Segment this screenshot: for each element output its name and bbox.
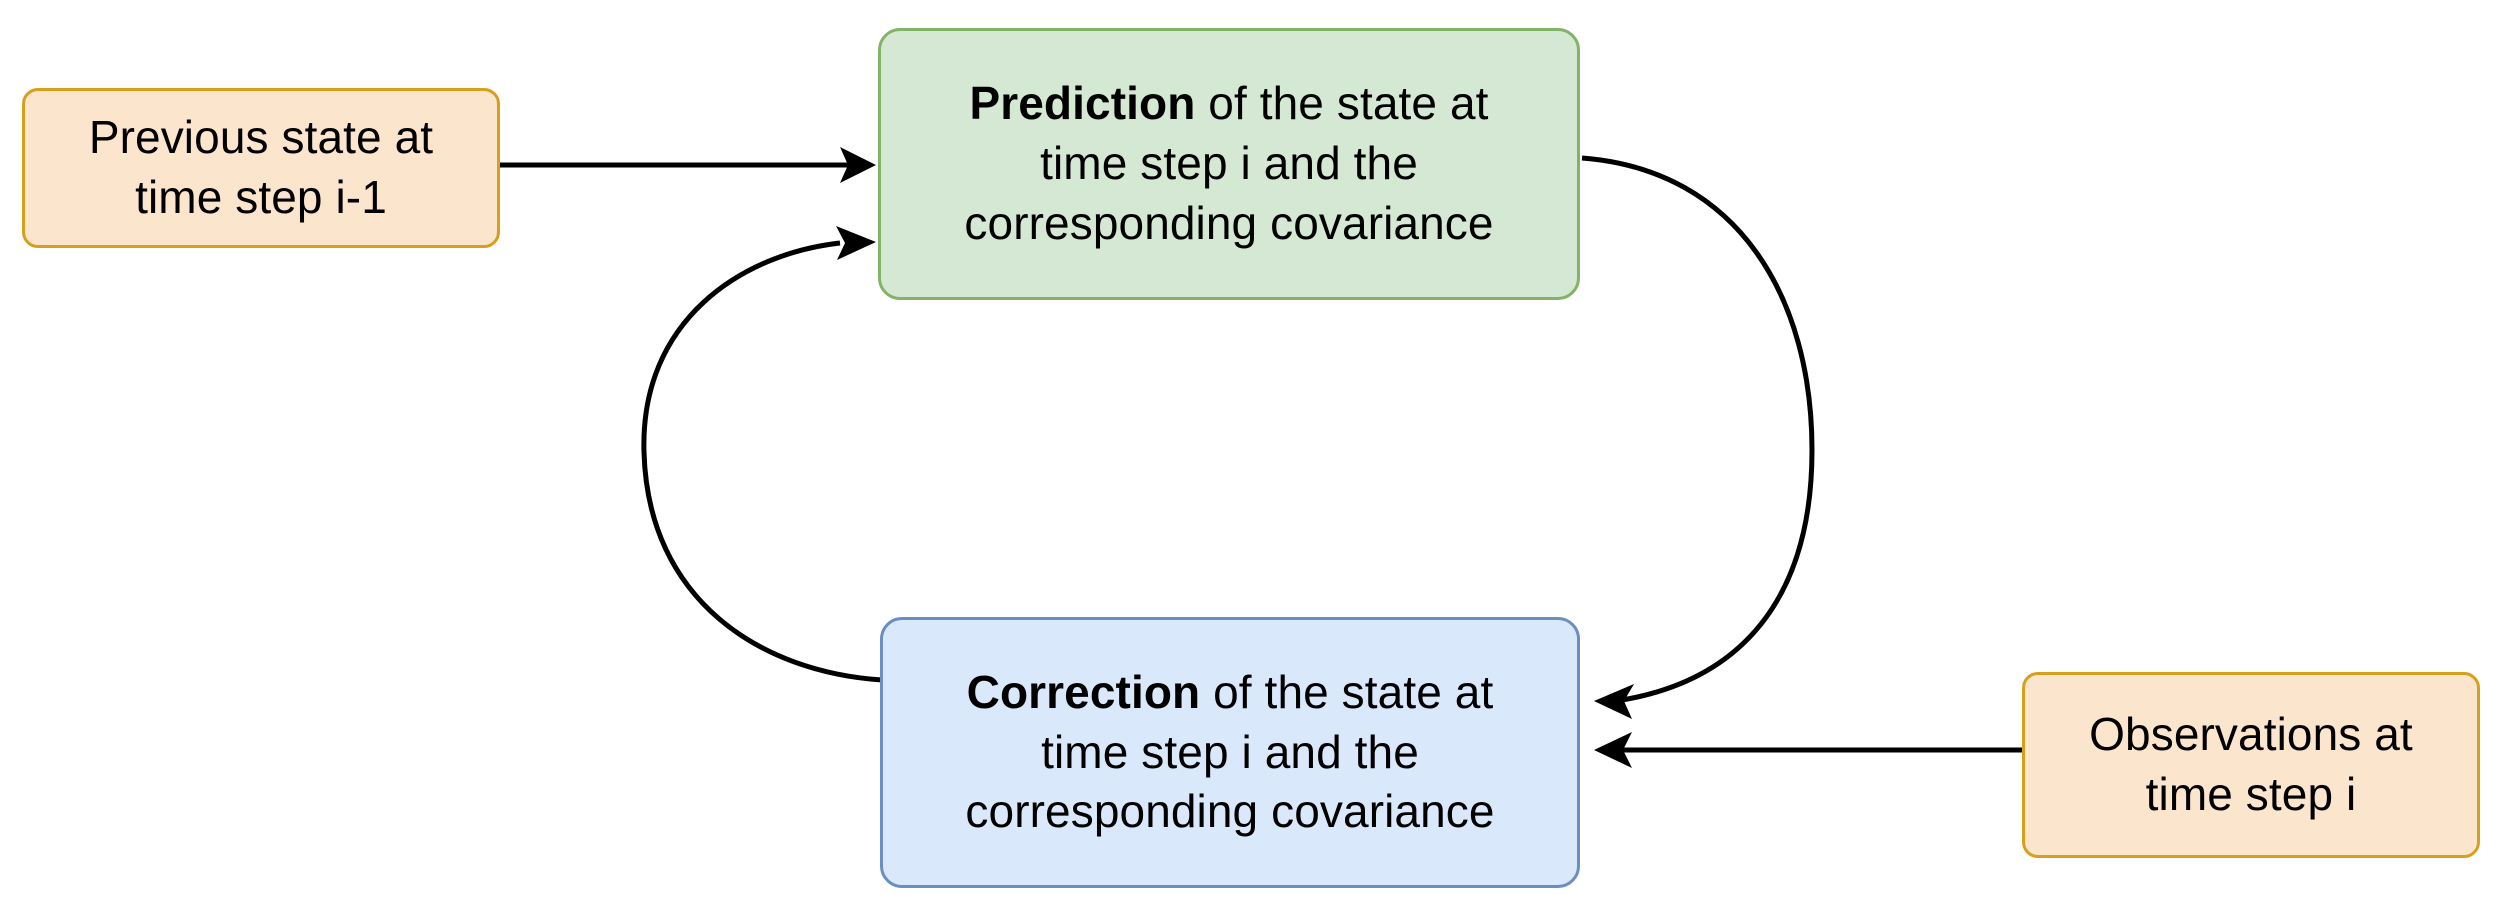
node-correction-line3: corresponding covariance bbox=[965, 785, 1495, 838]
node-previous-state-label: Previous state at time step i-1 bbox=[25, 108, 497, 228]
node-prediction[interactable]: Prediction of the state at time step i a… bbox=[878, 28, 1580, 300]
node-prediction-line2: time step i and the bbox=[1040, 137, 1418, 190]
node-prediction-line1-rest: of the state at bbox=[1195, 77, 1489, 130]
node-correction-bold-term: Correction bbox=[966, 665, 1201, 718]
arrowhead-into-correction-right bbox=[1594, 684, 1634, 719]
edge-previous-to-prediction bbox=[500, 147, 876, 183]
node-observations-label: Observations at time step i bbox=[2025, 705, 2477, 825]
node-observations-line1: Observations at bbox=[2089, 708, 2413, 761]
node-observations[interactable]: Observations at time step i bbox=[2022, 672, 2480, 858]
node-prediction-bold-term: Prediction bbox=[969, 77, 1196, 130]
node-correction-label: Correction of the state at time step i a… bbox=[883, 663, 1577, 842]
node-observations-line2: time step i bbox=[2145, 768, 2357, 820]
node-correction-line1-rest: of the state at bbox=[1200, 665, 1494, 718]
arrowhead-into-correction-right-lower bbox=[1594, 732, 1632, 768]
edge-correction-to-prediction-curve bbox=[641, 240, 883, 683]
node-previous-state-line2: time step i-1 bbox=[135, 171, 387, 223]
node-previous-state[interactable]: Previous state at time step i-1 bbox=[22, 88, 500, 248]
edge-prediction-to-correction bbox=[1581, 155, 1815, 719]
edge-observations-to-correction bbox=[1594, 732, 2022, 768]
node-previous-state-line1: Previous state at bbox=[88, 111, 434, 164]
node-prediction-line3: corresponding covariance bbox=[964, 196, 1494, 249]
arrowhead-into-prediction-left bbox=[840, 147, 876, 183]
edge-prediction-to-correction-curve bbox=[1581, 155, 1815, 703]
edge-correction-to-prediction bbox=[641, 226, 883, 683]
node-correction[interactable]: Correction of the state at time step i a… bbox=[880, 617, 1580, 888]
node-prediction-label: Prediction of the state at time step i a… bbox=[881, 74, 1577, 253]
arrowhead-into-prediction-left-lower bbox=[836, 226, 876, 260]
node-correction-line2: time step i and the bbox=[1041, 725, 1419, 778]
